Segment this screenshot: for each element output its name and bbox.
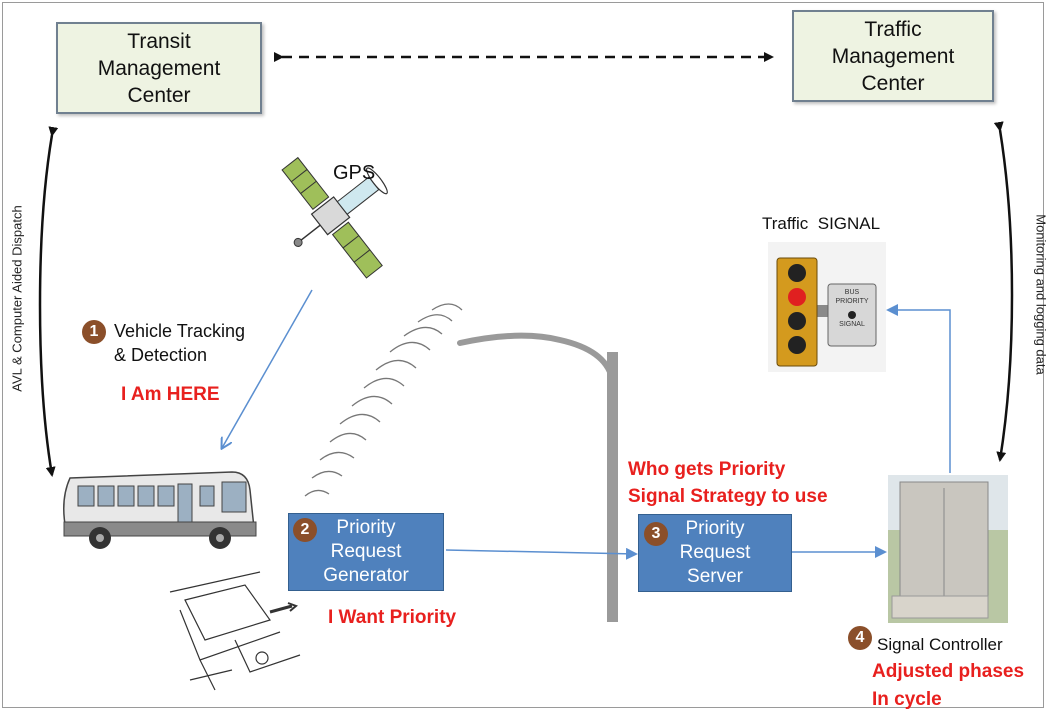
- avl-dispatch-label: AVL & Computer Aided Dispatch: [10, 199, 25, 399]
- step-1-badge: 1: [82, 320, 106, 344]
- step-4-badge: 4: [848, 626, 872, 650]
- gps-to-bus-arrow: [222, 290, 312, 448]
- transit-management-center: Transit Management Center: [56, 22, 262, 114]
- controller-to-signal-arrow: [888, 310, 950, 473]
- signal-controller-image: [888, 475, 1008, 623]
- bus-icon: [64, 472, 256, 549]
- traffic-signal-label: Traffic SIGNAL: [762, 212, 880, 236]
- street-pole: [460, 336, 618, 622]
- signal-controller-label: Signal Controller: [877, 633, 1003, 657]
- radio-waves: [305, 304, 462, 496]
- i-am-here-label: I Am HERE: [121, 383, 220, 407]
- who-gets-priority-label: Who gets Priority Signal Strategy to use: [628, 456, 828, 510]
- gps-label: GPS: [333, 161, 375, 185]
- avl-dispatch-arrow: [40, 135, 52, 475]
- i-want-priority-label: I Want Priority: [328, 606, 456, 630]
- vehicle-tracking-label: Vehicle Tracking & Detection: [114, 319, 245, 367]
- monitoring-label: Monitoring and logging data: [1034, 195, 1048, 395]
- monitoring-arrow: [1000, 130, 1012, 460]
- plate-line-1: BUS: [828, 288, 876, 297]
- gps-satellite: [254, 126, 423, 300]
- bus-priority-plate: BUS PRIORITY SIGNAL: [828, 288, 876, 329]
- step-3-badge: 3: [644, 522, 668, 546]
- adjusted-phases-label: Adjusted phases In cycle: [872, 658, 1024, 714]
- road-map-sketch: [170, 572, 300, 690]
- traffic-management-center: Traffic Management Center: [792, 10, 994, 102]
- plate-line-3: SIGNAL: [828, 320, 876, 329]
- step-2-badge: 2: [293, 518, 317, 542]
- plate-line-2: PRIORITY: [828, 297, 876, 306]
